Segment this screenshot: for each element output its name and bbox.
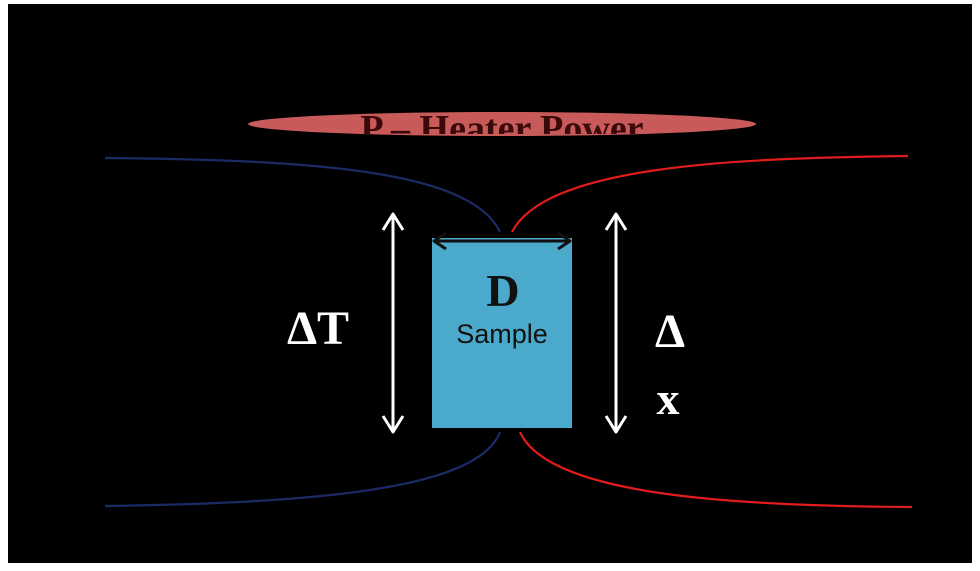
hot-line-lower [518, 431, 913, 509]
delta-t-label: ΔT [287, 302, 349, 355]
sample-symbol: D [486, 265, 519, 316]
sample-block [432, 238, 572, 428]
heater-power-label: P – Heater Power [360, 108, 643, 150]
heater-ellipse [248, 112, 756, 136]
cold-line-lower [104, 431, 502, 508]
delta-x-label-top: Δ [655, 305, 685, 358]
delta-x-label-bottom: x [657, 373, 680, 424]
delta-t-arrow [381, 212, 405, 434]
cold-line-upper [104, 156, 501, 233]
delta-x-arrow [604, 212, 628, 434]
hot-line-upper [511, 154, 909, 233]
width-arrow [432, 231, 572, 251]
sample-label: Sample [456, 319, 548, 349]
